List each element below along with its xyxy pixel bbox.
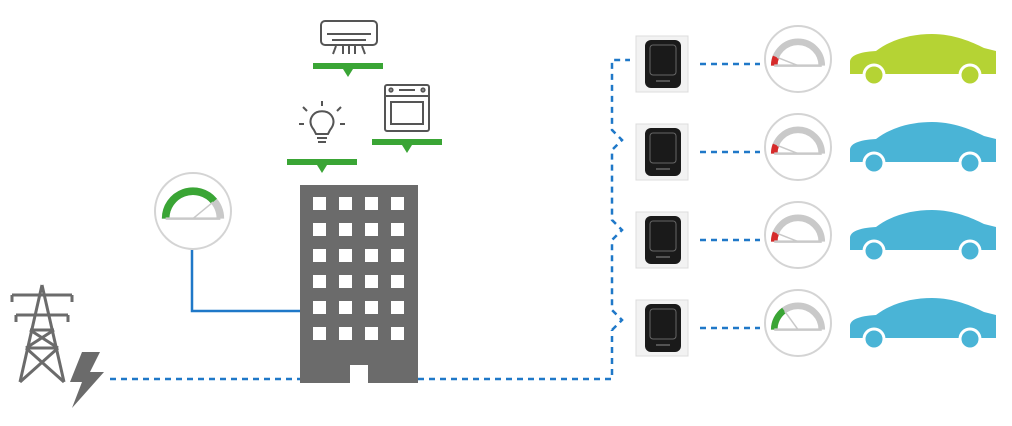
meter-gauge-icon (764, 201, 832, 269)
car-wheel (958, 327, 982, 351)
building-window (391, 327, 404, 340)
car-wheel (958, 239, 982, 263)
charger-feed-line (418, 330, 614, 381)
gauge-track (770, 214, 826, 242)
gauge-track (770, 126, 826, 154)
charger-row (635, 289, 996, 357)
light-shelf (287, 159, 357, 165)
building-window (339, 197, 352, 210)
charger-screen (649, 44, 677, 76)
ev-charger-icon (635, 211, 689, 269)
car-icon (850, 298, 996, 351)
building-window (391, 197, 404, 210)
building-window (313, 197, 326, 210)
charger-screen (649, 132, 677, 164)
ev-charger-icon (635, 123, 689, 181)
gauge-needle (192, 201, 214, 220)
gauge-needle (776, 232, 799, 243)
building-meter-gauge (154, 172, 232, 250)
car-wheel (958, 63, 982, 87)
gauge-face (154, 172, 232, 250)
car-icon (850, 122, 996, 175)
building-window (365, 249, 378, 262)
ev-charger-icon (635, 299, 689, 357)
building-window (391, 223, 404, 236)
meter-connection-line (190, 250, 300, 313)
building-window (313, 249, 326, 262)
meter-gauge-icon (764, 25, 832, 93)
building-window (365, 275, 378, 288)
oven-icon (384, 84, 430, 132)
gauge-level (770, 55, 780, 66)
car-wheel (862, 239, 886, 263)
car-wheel (958, 151, 982, 175)
building-window (365, 223, 378, 236)
gauge-level (770, 231, 780, 242)
gauge-level (770, 143, 780, 154)
car-wheel (862, 151, 886, 175)
charger-body (645, 216, 681, 264)
car-body (850, 34, 996, 74)
building-window (313, 301, 326, 314)
gauge-needle (784, 310, 799, 331)
air-conditioner-icon (320, 20, 378, 55)
gauge-face (764, 201, 832, 269)
car-icon (850, 34, 996, 87)
gauge-face (764, 25, 832, 93)
gauge-face (764, 289, 832, 357)
gauge-track (770, 38, 826, 66)
building-window (391, 249, 404, 262)
charger-body (645, 304, 681, 352)
ev-charger-icon (635, 35, 689, 93)
building-window (365, 327, 378, 340)
power-tower-icon (10, 284, 74, 384)
light-bulb-icon (299, 101, 345, 143)
charger-row (635, 113, 996, 181)
car-wheel (862, 63, 886, 87)
gauge-face (764, 113, 832, 181)
building-window (313, 327, 326, 340)
meter-gauge-icon (764, 113, 832, 181)
office-building-icon (300, 185, 418, 383)
charger-bus-line (610, 58, 630, 331)
building-window (339, 223, 352, 236)
gauge-level (161, 187, 218, 219)
car-wheel (862, 327, 886, 351)
charger-row (635, 201, 996, 269)
building-window (391, 275, 404, 288)
meter-gauge-icon (764, 289, 832, 357)
charger-screen (649, 220, 677, 252)
gauge-needle (776, 56, 799, 67)
charger-body (645, 128, 681, 176)
car-body (850, 122, 996, 162)
car-body (850, 298, 996, 338)
building-door (350, 365, 368, 383)
charger-row (635, 25, 996, 93)
building-window (339, 249, 352, 262)
meter-gauge-icon (154, 172, 232, 250)
oven-pointer (402, 145, 412, 153)
building-window (339, 301, 352, 314)
oven-shelf (372, 139, 442, 145)
car-body (850, 210, 996, 250)
car-icon (850, 210, 996, 263)
charger-screen (649, 308, 677, 340)
light-pointer (317, 165, 327, 173)
building-window (313, 275, 326, 288)
building-window (339, 275, 352, 288)
air-conditioner-pointer (343, 69, 353, 77)
building-window (365, 197, 378, 210)
gauge-needle (776, 144, 799, 155)
air-conditioner-shelf (313, 63, 383, 69)
lightning-bolt-icon (70, 352, 104, 408)
charger-rows (635, 25, 996, 357)
building-window (365, 301, 378, 314)
gauge-level (770, 307, 787, 330)
building-window (313, 223, 326, 236)
charger-body (645, 40, 681, 88)
building-window (339, 327, 352, 340)
building-window (391, 301, 404, 314)
